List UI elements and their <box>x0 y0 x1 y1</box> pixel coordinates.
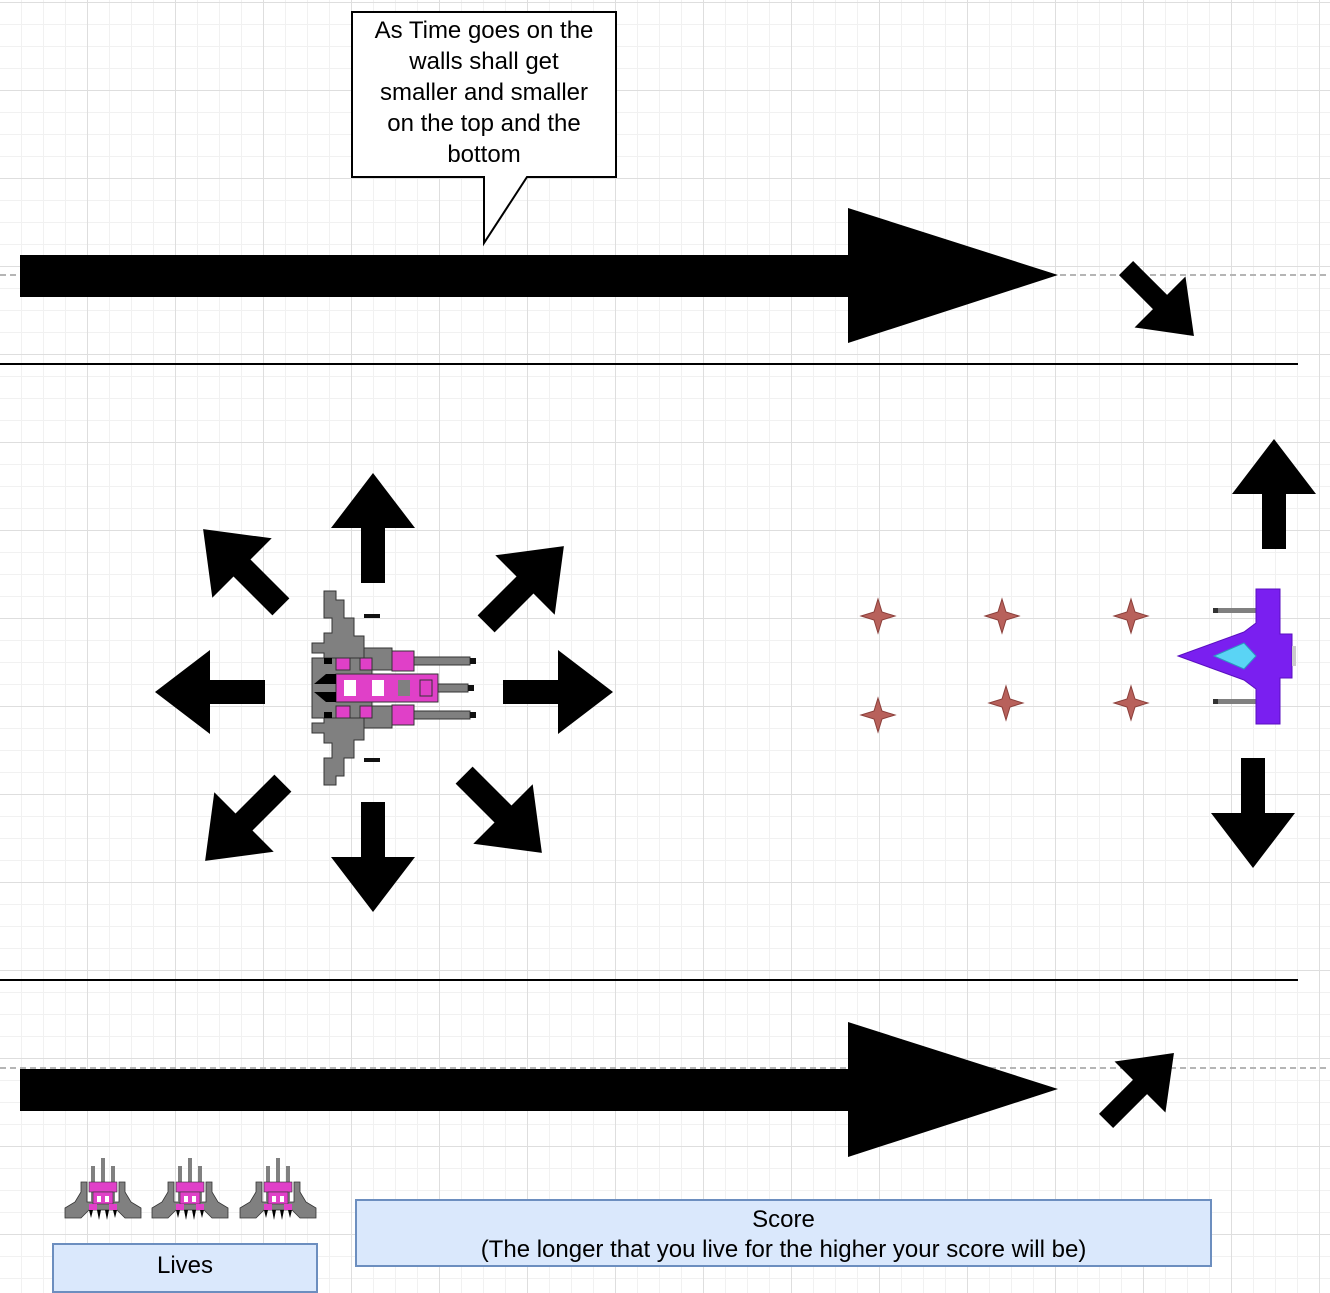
arrow-up-left-icon <box>173 499 311 637</box>
score-title: Score <box>752 1206 815 1233</box>
arrow-down-icon <box>331 802 415 912</box>
bullet-star-icon <box>860 697 896 733</box>
arrow-down-right-icon <box>434 745 572 883</box>
enemy-arrow-up-icon <box>1232 439 1316 549</box>
top-scroll-arrow <box>20 208 1058 343</box>
enemy-arrow-down-icon <box>1211 758 1295 868</box>
callout-line: on the top and the <box>387 110 581 137</box>
enemy-bullets <box>860 598 1149 733</box>
score-subtitle: (The longer that you live for the higher… <box>480 1236 1087 1263</box>
arrow-up-icon <box>331 473 415 583</box>
score-box: Score (The longer that you live for the … <box>355 1199 1212 1267</box>
life-ship-icon <box>239 1157 317 1221</box>
bottom-diagonal-arrow <box>1098 1053 1174 1129</box>
callout-line: As Time goes on the <box>374 17 594 44</box>
bullet-star-icon <box>984 598 1020 634</box>
enemy-ship-icon <box>1176 588 1296 725</box>
top-diagonal-arrow <box>1118 260 1194 336</box>
callout-line: walls shall get <box>409 48 559 75</box>
bullet-star-icon <box>1113 685 1149 721</box>
bullet-star-icon <box>860 598 896 634</box>
bullet-star-icon <box>988 685 1024 721</box>
lives-label: Lives <box>156 1252 214 1279</box>
lives-row <box>64 1157 317 1221</box>
arrow-down-left-icon <box>175 753 313 891</box>
life-ship-icon <box>64 1157 142 1221</box>
speech-callout <box>351 11 617 247</box>
lives-box: Lives <box>52 1243 318 1293</box>
bullet-star-icon <box>1113 598 1149 634</box>
callout-text: As Time goes on the walls shall get smal… <box>353 15 615 175</box>
callout-line: smaller and smaller <box>379 79 589 106</box>
arrow-up-right-icon <box>456 516 594 654</box>
callout-line: bottom <box>447 141 521 168</box>
bottom-scroll-arrow <box>20 1022 1058 1157</box>
life-ship-icon <box>151 1157 229 1221</box>
arrow-right-icon <box>503 650 613 734</box>
player-ship-icon <box>311 590 477 786</box>
arrow-left-icon <box>155 650 265 734</box>
